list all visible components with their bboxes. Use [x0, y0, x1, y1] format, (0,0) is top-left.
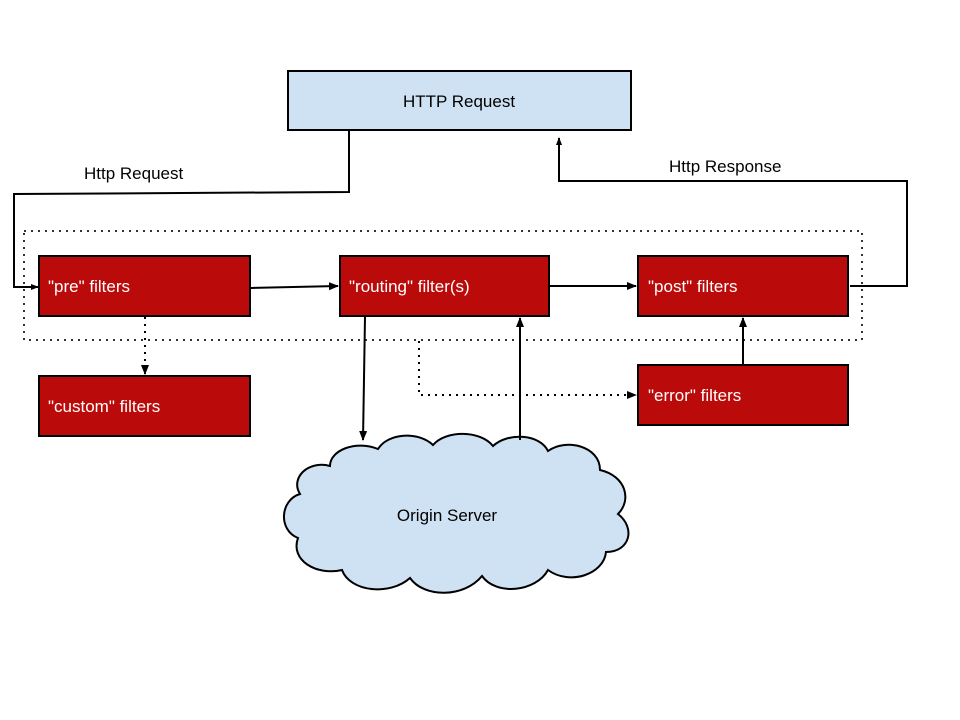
http-request-node: HTTP Request — [287, 70, 632, 131]
origin-server-node: Origin Server — [283, 432, 630, 594]
routing-filters-label: "routing" filter(s) — [349, 277, 470, 296]
pre-to-routing-arrow — [250, 282, 339, 291]
custom-filters-node: "custom" filters — [38, 375, 251, 437]
post-filters-box — [637, 255, 849, 317]
filter-pipeline-boundary — [23, 230, 863, 341]
error-filters-label: "error" filters — [648, 386, 741, 405]
post-filters-node: "post" filters — [637, 255, 849, 317]
routing-filters-node: "routing" filter(s) — [339, 255, 550, 317]
error-filters-node: "error" filters — [637, 364, 849, 426]
post-filters-label: "post" filters — [648, 277, 738, 296]
http-request-label: HTTP Request — [403, 92, 515, 111]
pre-filters-box — [38, 255, 251, 317]
http-response-edge-label: Http Response — [669, 157, 781, 176]
routing-to-origin-arrow — [359, 316, 368, 441]
http-request-edge-label: Http Request — [84, 164, 183, 183]
pre-filters-label: "pre" filters — [48, 277, 130, 296]
origin-server-label: Origin Server — [397, 506, 497, 525]
origin-server-cloud — [283, 432, 630, 594]
routing-filters-box — [339, 255, 550, 317]
routing-to-error-dotted-arrow — [418, 341, 637, 399]
custom-filters-label: "custom" filters — [48, 397, 160, 416]
pre-filters-node: "pre" filters — [38, 255, 251, 317]
http-response-out-arrow — [556, 137, 908, 287]
custom-filters-box — [38, 375, 251, 437]
http-request-in-arrow — [13, 131, 350, 290]
error-filters-box — [637, 364, 849, 426]
http-request-box — [287, 70, 632, 131]
